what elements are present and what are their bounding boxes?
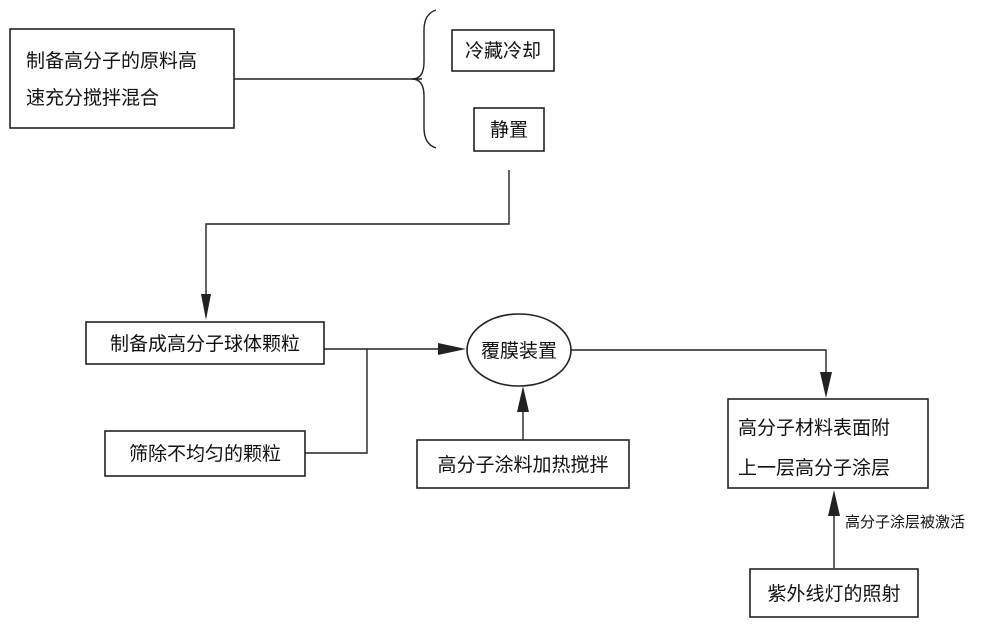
node-raw-material-mixing: 制备高分子的原料高 速充分搅拌混合 <box>9 28 235 129</box>
arrowhead-to-surface-coat-from-uv <box>828 490 840 516</box>
node-refrigerate-cool: 冷藏冷却 <box>451 29 555 72</box>
node-coating-heat-stir: 高分子涂料加热搅拌 <box>416 439 630 489</box>
node-sieve-uneven-particles-label: 筛除不均匀的颗粒 <box>129 443 281 465</box>
node-coating-device: 覆膜装置 <box>466 313 572 387</box>
connector-stand-to-particles <box>205 170 510 312</box>
node-polymer-particles: 制备成高分子球体颗粒 <box>85 321 325 365</box>
node-surface-coating-line-2: 上一层高分子涂层 <box>738 457 890 479</box>
grouping-brace <box>411 9 437 149</box>
node-refrigerate-cool-box <box>451 29 555 72</box>
node-raw-material-mixing-line-1: 制备高分子的原料高 <box>26 50 197 72</box>
node-polymer-particles-label: 制备成高分子球体颗粒 <box>110 333 300 355</box>
node-sieve-uneven-particles-box <box>104 430 306 477</box>
node-sieve-uneven-particles: 筛除不均匀的颗粒 <box>104 430 306 477</box>
arrowhead-to-coating-device <box>438 343 466 355</box>
node-stand-still-label: 静置 <box>490 119 528 141</box>
node-uv-lamp-irradiation-box <box>749 568 919 618</box>
node-raw-material-mixing-line-2: 速充分搅拌混合 <box>26 87 159 109</box>
arrowhead-to-surface-coat <box>820 372 832 398</box>
node-stand-still: 静置 <box>473 107 545 152</box>
node-coating-heat-stir-box <box>416 439 630 489</box>
node-polymer-particles-box <box>85 321 325 365</box>
edge-label-coating-activated: 高分子涂层被激活 <box>845 513 965 531</box>
node-surface-coating-box <box>727 398 929 489</box>
node-refrigerate-cool-label: 冷藏冷却 <box>465 40 541 62</box>
arrowhead-to-particles <box>201 294 211 320</box>
node-surface-coating-line-1: 高分子材料表面附 <box>738 417 890 439</box>
node-coating-heat-stir-label: 高分子涂料加热搅拌 <box>437 454 608 476</box>
connector-device-to-surface-coat <box>571 349 827 374</box>
node-stand-still-box <box>473 107 545 152</box>
connector-sieve-to-main-line <box>305 349 368 454</box>
node-uv-lamp-irradiation-label: 紫外线灯的照射 <box>767 583 900 605</box>
node-uv-lamp-irradiation: 紫外线灯的照射 <box>749 568 919 618</box>
arrowhead-to-coating-device-from-below <box>517 386 529 412</box>
node-surface-coating: 高分子材料表面附 上一层高分子涂层 <box>727 398 929 489</box>
node-coating-device-label: 覆膜装置 <box>481 340 557 362</box>
node-raw-material-mixing-box <box>9 28 235 129</box>
